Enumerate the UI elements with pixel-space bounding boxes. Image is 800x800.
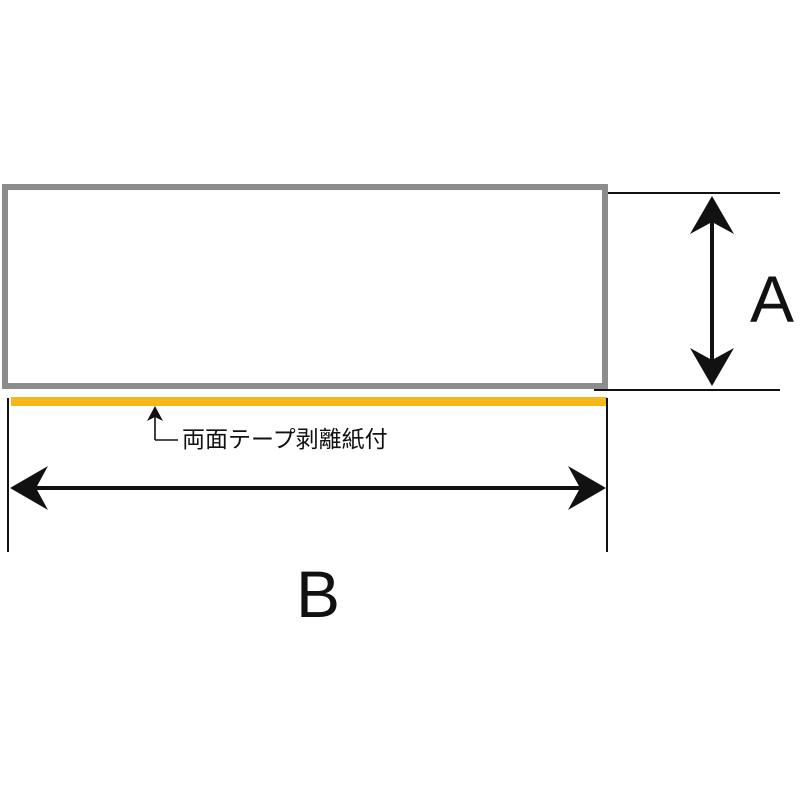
dimension-label-a: A	[750, 262, 794, 336]
dimension-label-b: B	[296, 557, 340, 631]
arrowhead-b-left	[10, 466, 48, 510]
leader-arrowhead	[147, 406, 163, 421]
tape-note-label: 両面テープ剥離紙付	[182, 427, 388, 453]
arrowhead-a-bottom	[690, 348, 734, 386]
arrowhead-b-right	[568, 466, 606, 510]
arrowhead-a-top	[690, 196, 734, 234]
panel-outline	[2, 184, 608, 389]
tape-strip	[11, 397, 607, 406]
